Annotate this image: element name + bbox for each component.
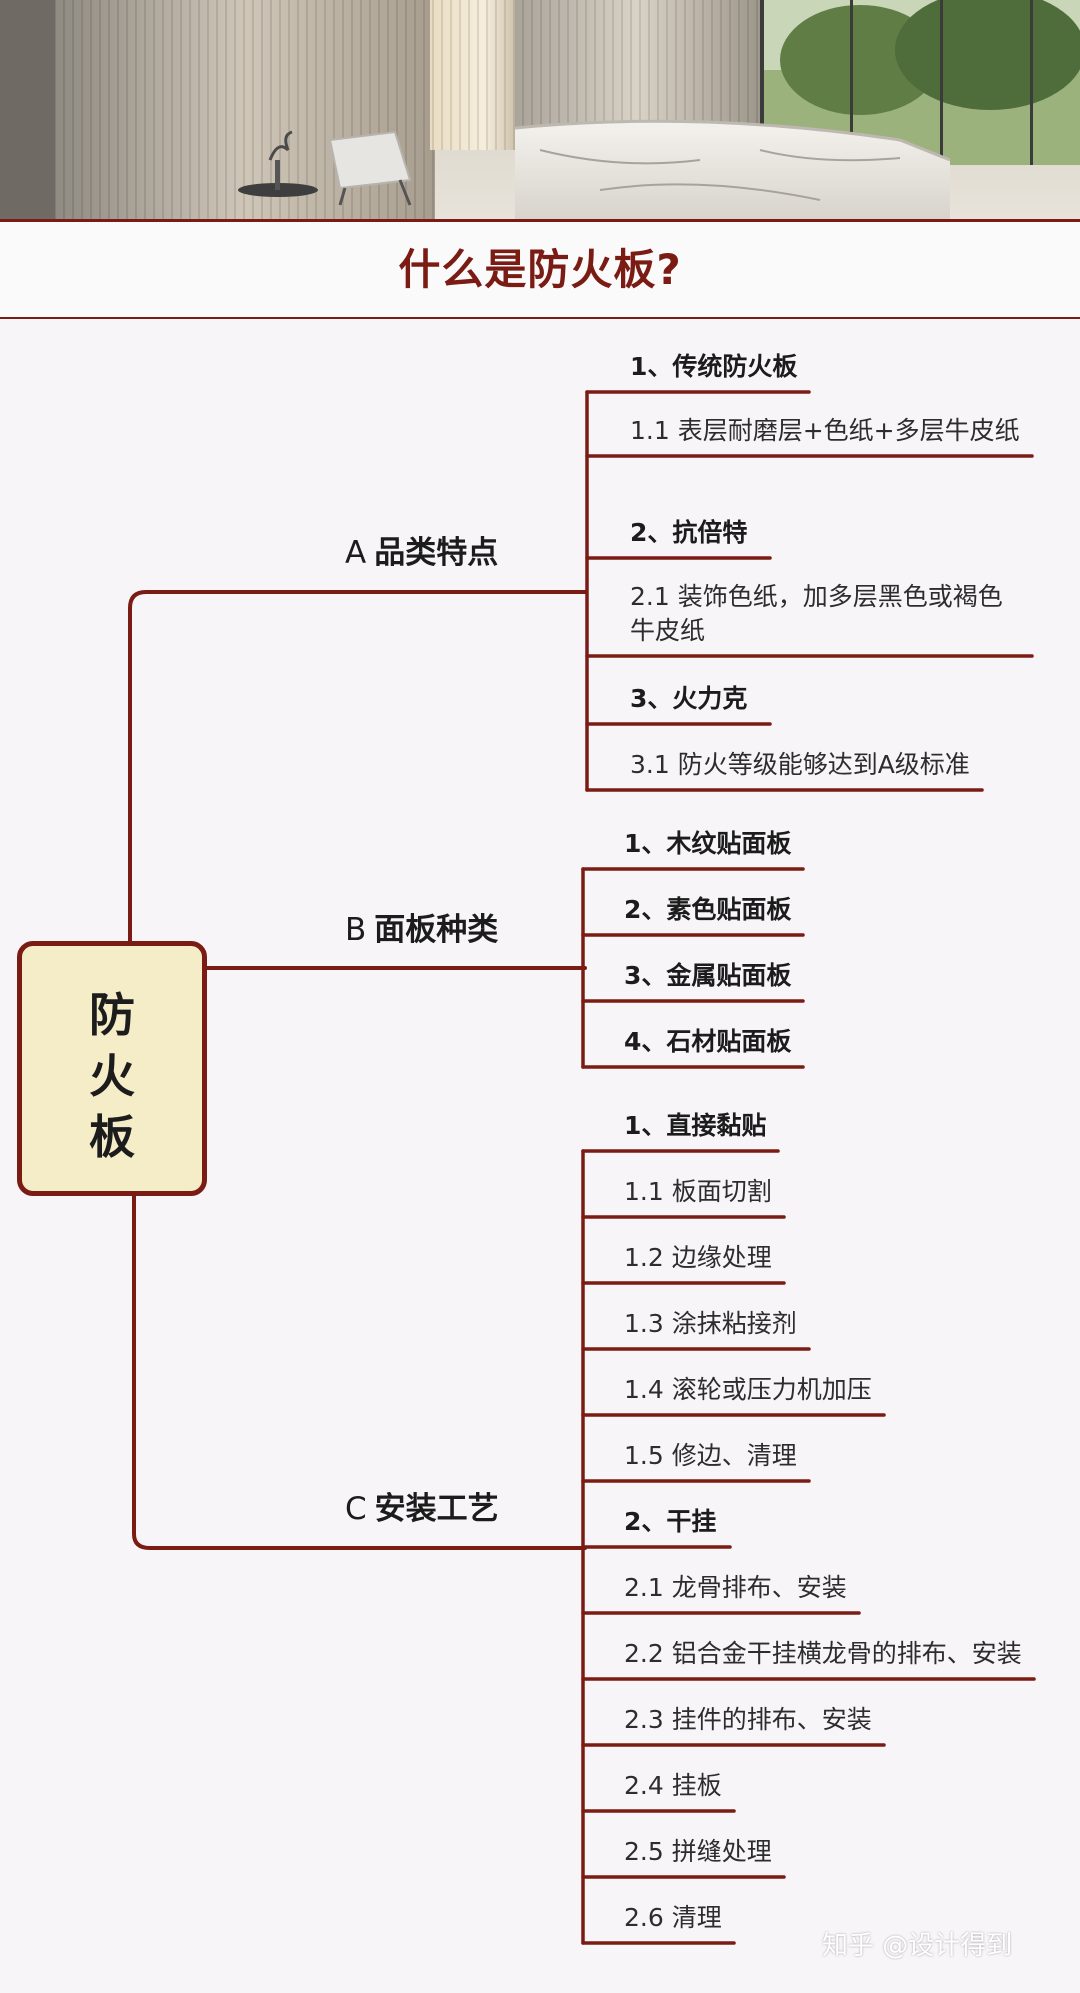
leaf-c-4: 1.3 涂抹粘接剂 <box>624 1307 797 1341</box>
branch-a-code: A <box>345 535 366 571</box>
leaf-c-9: 2.2 铝合金干挂横龙骨的排布、安装 <box>624 1637 1022 1671</box>
leaf-a-6: 3.1 防火等级能够达到A级标准 <box>630 748 970 782</box>
branch-b-text: 面板种类 <box>374 912 498 948</box>
leaf-a-5: 3、火力克 <box>630 682 747 716</box>
leaf-c-3: 1.2 边缘处理 <box>624 1241 772 1275</box>
leaf-c-2: 1.1 板面切割 <box>624 1175 772 1209</box>
leaf-b-1: 1、木纹贴面板 <box>624 827 791 861</box>
leaf-a-3: 2、抗倍特 <box>630 516 747 550</box>
leaf-c-5: 1.4 滚轮或压力机加压 <box>624 1373 872 1407</box>
leaf-c-11: 2.4 挂板 <box>624 1769 722 1803</box>
leaf-c-13: 2.6 清理 <box>624 1901 722 1935</box>
connector-root-c <box>134 1196 305 1548</box>
leaf-b-3: 3、金属贴面板 <box>624 959 791 993</box>
leaf-c-7: 2、干挂 <box>624 1505 716 1539</box>
root-node: 防 火 板 <box>17 941 207 1196</box>
leaf-c-10: 2.3 挂件的排布、安装 <box>624 1703 872 1737</box>
branch-c-text: 安装工艺 <box>375 1491 499 1527</box>
leaf-b-4: 4、石材贴面板 <box>624 1025 791 1059</box>
branch-a-text: 品类特点 <box>374 535 498 571</box>
leaf-c-6: 1.5 修边、清理 <box>624 1439 797 1473</box>
root-char-1: 防 <box>22 979 202 1045</box>
leaf-c-8: 2.1 龙骨排布、安装 <box>624 1571 847 1605</box>
branch-c-code: C <box>345 1491 367 1527</box>
leaf-c-1: 1、直接黏贴 <box>624 1109 766 1143</box>
connector-root-a <box>130 592 305 941</box>
branch-b-code: B <box>345 912 366 948</box>
watermark-text: 知乎 @设计得到 <box>822 1925 1012 1962</box>
leaf-a-4: 2.1 装饰色纸，加多层黑色或褐色牛皮纸 <box>630 580 1020 648</box>
leaf-c-12: 2.5 拼缝处理 <box>624 1835 772 1869</box>
leaf-b-2: 2、素色贴面板 <box>624 893 791 927</box>
leaf-a-1: 1、传统防火板 <box>630 350 797 384</box>
root-char-3: 板 <box>22 1101 202 1167</box>
root-char-2: 火 <box>22 1040 202 1106</box>
leaf-a-2: 1.1 表层耐磨层+色纸+多层牛皮纸 <box>630 414 1020 448</box>
